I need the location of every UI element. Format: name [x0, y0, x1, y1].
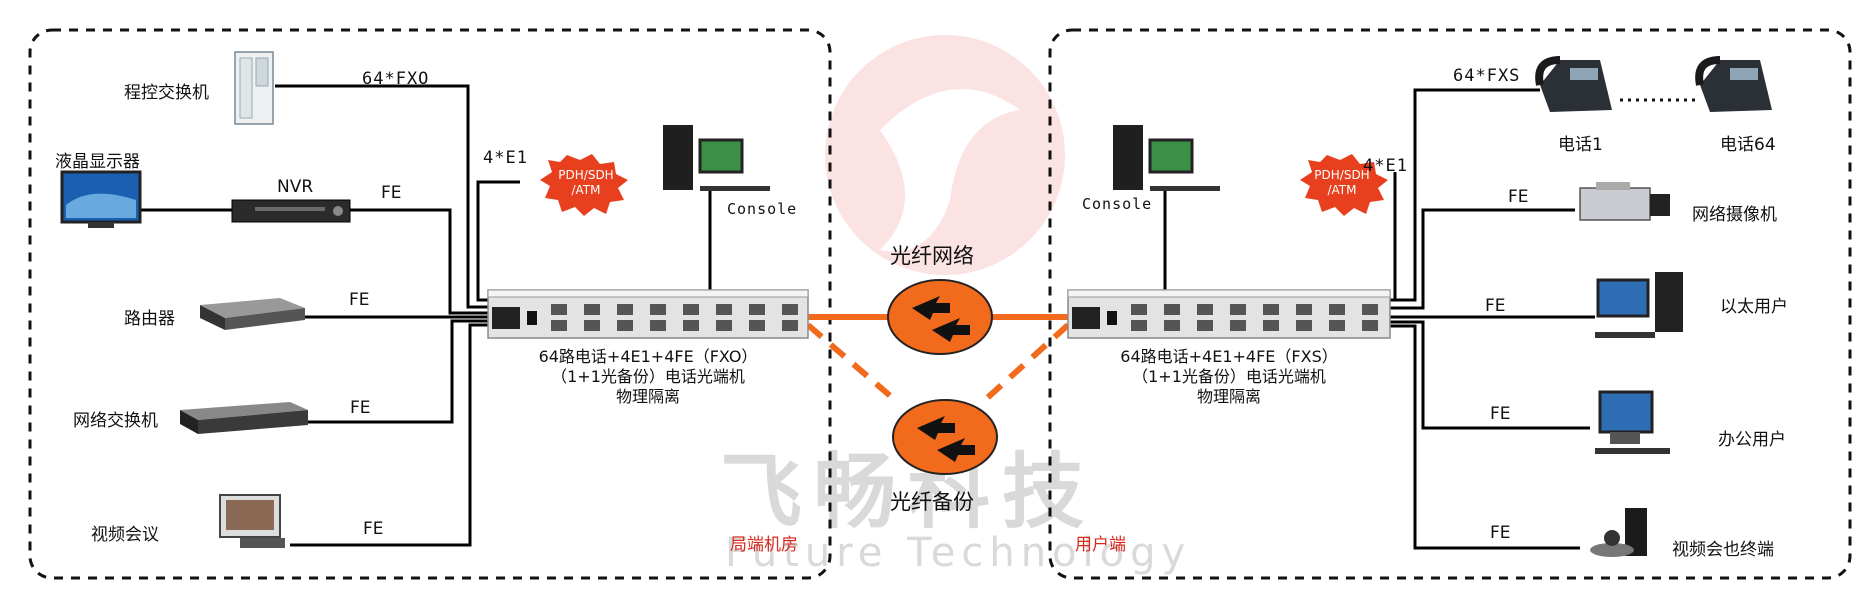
right-e1-link-label: 4*E1	[1363, 156, 1408, 176]
network-switch-icon	[180, 402, 308, 434]
right-unit-caption-line2: （1+1光备份）电话光端机	[1132, 367, 1326, 386]
eth-user-label: 以太用户	[1720, 297, 1788, 317]
left-fe-label-1: FE	[381, 183, 402, 203]
right-pdh-cloud-icon	[1300, 154, 1388, 216]
left-optical-terminal	[487, 289, 809, 339]
left-zone-label: 局端机房	[730, 535, 798, 555]
left-console-pc-icon	[663, 125, 770, 191]
nvr-device-icon	[231, 199, 351, 223]
ip-camera-icon	[1579, 182, 1670, 221]
watermark-en: Future Technology	[725, 530, 1192, 576]
video-terminal-icon	[1590, 508, 1647, 557]
left-unit-ports	[551, 304, 798, 331]
pbx-label: 程控交换机	[124, 83, 209, 103]
router-label: 路由器	[124, 309, 175, 329]
ip-camera-label: 网络摄像机	[1692, 205, 1777, 225]
right-fe-label-2: FE	[1485, 296, 1506, 316]
right-zone-border	[1048, 28, 1852, 580]
left-fe-label-3: FE	[350, 398, 371, 418]
right-fe-label-3: FE	[1490, 404, 1511, 424]
right-unit-caption-line3: 物理隔离	[1196, 387, 1261, 406]
phone1-icon	[1535, 56, 1612, 112]
left-e1-link-label: 4*E1	[483, 148, 528, 168]
right-pdh-cloud-label: PDH/SDH /ATM	[1308, 168, 1376, 198]
fiber-network-label: 光纤网络	[890, 244, 974, 268]
right-console-label: Console	[1082, 195, 1153, 213]
video-conf-label: 视频会议	[91, 525, 159, 545]
left-unit-caption: 64路电话+4E1+4FE（FXO） （1+1光备份）电话光端机 物理隔离	[488, 347, 808, 407]
left-links	[140, 84, 712, 547]
fiber-network-icon	[887, 279, 993, 355]
left-fe-label-4: FE	[363, 519, 384, 539]
pbx-cabinet-icon	[234, 51, 274, 125]
watermark-cn: 飞畅科技	[720, 445, 1097, 540]
switch-label: 网络交换机	[73, 411, 158, 431]
left-pdh-cloud-line2: /ATM	[571, 183, 601, 197]
video-terminal-label: 视频会也终端	[1672, 540, 1774, 560]
fiber-backup-icon	[892, 399, 998, 475]
right-pdh-cloud-line1: PDH/SDH	[1314, 168, 1370, 182]
left-zone-border	[28, 28, 832, 580]
fxo-link-label: 64*FXO	[362, 69, 430, 89]
phone1-label: 电话1	[1558, 135, 1603, 155]
right-fe-label-4: FE	[1490, 523, 1511, 543]
right-unit-caption: 64路电话+4E1+4FE（FXS） （1+1光备份）电话光端机 物理隔离	[1068, 347, 1390, 407]
left-unit-caption-line2: （1+1光备份）电话光端机	[551, 367, 745, 386]
left-unit-caption-line1: 64路电话+4E1+4FE（FXO）	[538, 347, 758, 366]
office-user-label: 办公用户	[1718, 430, 1786, 450]
right-fe-label-1: FE	[1508, 187, 1529, 207]
left-pdh-cloud-icon	[540, 154, 628, 216]
office-user-pc-icon	[1595, 390, 1670, 454]
ethernet-user-pc-icon	[1595, 272, 1683, 338]
left-console-label: Console	[727, 200, 798, 218]
nvr-label: NVR	[277, 177, 314, 197]
right-zone-label: 用户端	[1075, 535, 1126, 555]
left-pdh-cloud-line1: PDH/SDH	[558, 168, 614, 182]
router-icon	[200, 298, 305, 330]
fxs-link-label: 64*FXS	[1453, 66, 1521, 86]
fiber-backup-label: 光纤备份	[890, 490, 974, 514]
right-pdh-cloud-line2: /ATM	[1327, 183, 1357, 197]
left-pdh-cloud-label: PDH/SDH /ATM	[552, 168, 620, 198]
left-fe-label-2: FE	[349, 290, 370, 310]
lcd-label: 液晶显示器	[55, 152, 140, 172]
left-unit-caption-line3: 物理隔离	[615, 387, 680, 406]
right-unit-ports	[1131, 304, 1378, 331]
right-links	[1163, 88, 1595, 550]
lcd-monitor-icon	[60, 170, 142, 228]
right-console-pc-icon	[1113, 125, 1220, 191]
right-unit-caption-line1: 64路电话+4E1+4FE（FXS）	[1120, 347, 1338, 366]
phone64-icon	[1695, 56, 1772, 112]
video-conference-icon	[219, 494, 285, 548]
phone64-label: 电话64	[1720, 135, 1776, 155]
